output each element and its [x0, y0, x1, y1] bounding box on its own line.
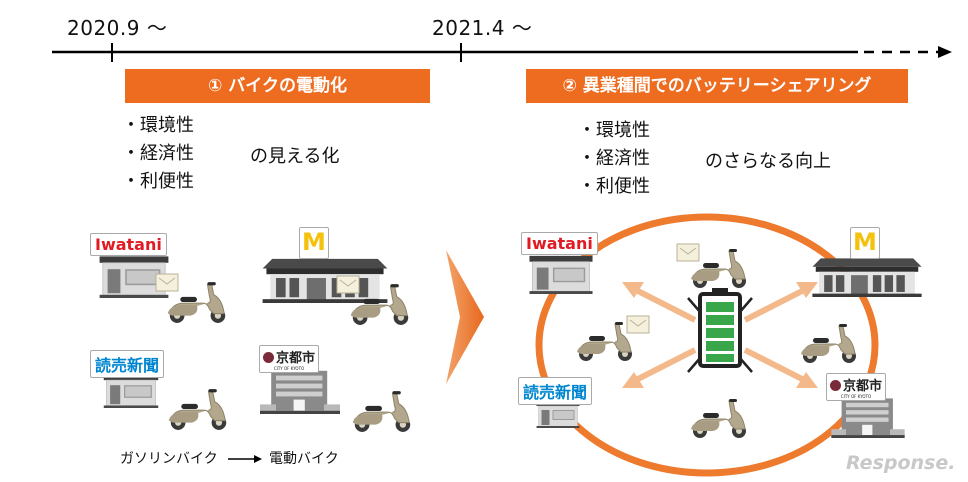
- scooter-icon: [350, 387, 414, 433]
- kyoto-sign-label: 京都市: [843, 379, 883, 394]
- arrowhead-down-right-icon: [796, 372, 818, 388]
- iwatani-sign: Iwatani: [521, 232, 598, 255]
- scooter-icon: [165, 278, 229, 324]
- kyoto-sign-label: 京都市: [276, 351, 316, 366]
- sharing-circle: [535, 213, 879, 477]
- gasoline-bike-label: ガソリンバイク: [120, 451, 218, 467]
- arrowhead-down-left-icon: [622, 372, 644, 388]
- arrow-down-right: [743, 347, 810, 385]
- phase2-bullet-environment: ・環境性: [578, 120, 650, 141]
- scooter-icon: [574, 318, 636, 362]
- phase2-bullet-convenience: ・利便性: [578, 176, 650, 197]
- scooter-icon: [688, 245, 750, 289]
- kyoto-sign: 京都市 CITY OF KYOTO: [826, 373, 887, 401]
- scooter-icon: [348, 280, 412, 326]
- phase2-note: のさらなる向上: [705, 151, 831, 172]
- mcdonalds-sign: M: [299, 227, 329, 259]
- date-2021-4: 2021.4 〜: [432, 16, 533, 40]
- arrowhead-up-left-icon: [622, 282, 644, 298]
- arrowhead-up-right-icon: [796, 282, 818, 298]
- kyoto-emblem-icon: [263, 352, 274, 363]
- right-arrow-icon: [228, 455, 262, 463]
- yomiuri-sign: 読売新聞: [90, 350, 165, 378]
- mcdonalds-sign: M: [850, 227, 880, 259]
- phase1-bullet-convenience: ・利便性: [122, 171, 194, 192]
- phase1-note: の見える化: [250, 146, 340, 167]
- phase1-banner: ① バイクの電動化: [125, 69, 430, 103]
- phase1-bullet-economy: ・経済性: [122, 143, 194, 164]
- scooter-icon: [688, 395, 750, 439]
- kyoto-sign-sub: CITY OF KYOTO: [840, 394, 872, 399]
- scooter-icon: [798, 320, 860, 364]
- phase1-bullet-environment: ・環境性: [122, 115, 194, 136]
- kyoto-sign-sub: CITY OF KYOTO: [273, 366, 305, 371]
- phase2-banner: ② 異業種間でのバッテリーシェアリング: [526, 69, 908, 103]
- electric-bike-label: 電動バイク: [269, 451, 339, 467]
- arrow-up-left: [630, 285, 697, 323]
- phase2-bullet-economy: ・経済性: [578, 148, 650, 169]
- phase2-bullets: ・環境性 ・経済性 ・利便性: [578, 117, 650, 201]
- date-2020-9: 2020.9 〜: [67, 16, 168, 40]
- response-watermark: Response.: [846, 452, 956, 474]
- timeline: [52, 43, 952, 62]
- timeline-arrowhead-icon: [938, 46, 952, 58]
- iwatani-shop-icon: [520, 250, 602, 294]
- kyoto-office-icon: [250, 366, 350, 414]
- transition-arrow-icon: [446, 250, 484, 384]
- scooter-icon: [166, 385, 230, 431]
- yomiuri-sign: 読売新聞: [518, 377, 593, 405]
- kyoto-emblem-icon: [830, 380, 841, 391]
- iwatani-sign: Iwatani: [90, 233, 167, 256]
- arrow-down-left: [630, 347, 697, 385]
- battery-icon: [698, 288, 742, 368]
- arrow-up-right: [743, 285, 810, 323]
- phase1-bullets: ・環境性 ・経済性 ・利便性: [122, 112, 194, 196]
- kyoto-sign: 京都市 CITY OF KYOTO: [259, 345, 320, 373]
